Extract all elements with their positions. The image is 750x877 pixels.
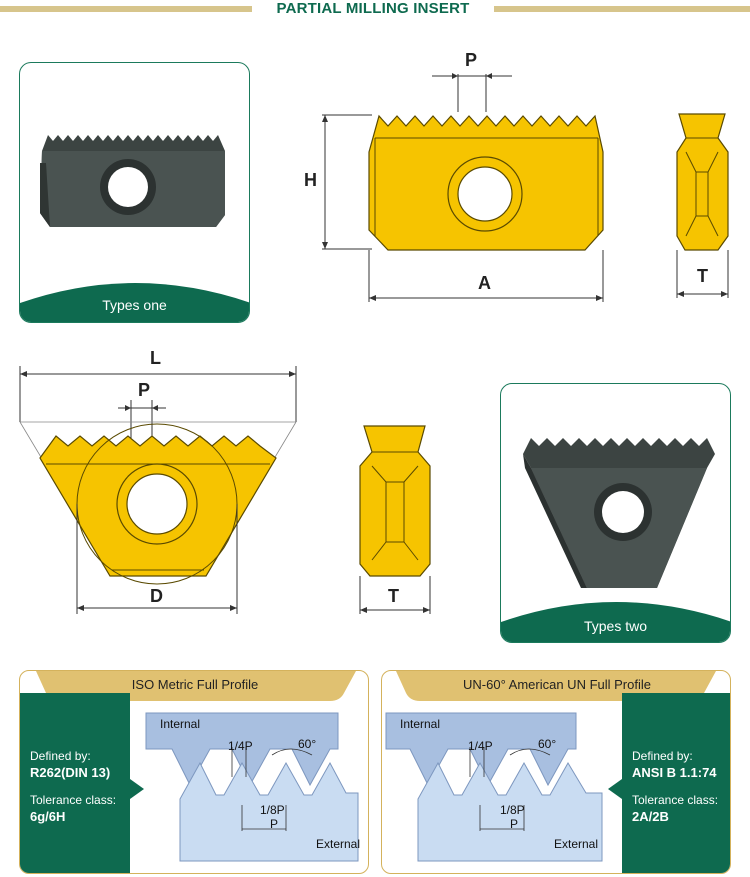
un-quarter-label: 1/4P xyxy=(468,739,493,753)
dim-h: H xyxy=(304,170,317,190)
header-bar-left xyxy=(0,6,252,12)
dim-t-top: T xyxy=(697,266,708,286)
iso-tolerance-value: 6g/6H xyxy=(30,809,66,824)
types-one-caption: Types one xyxy=(102,297,167,313)
page-title: PARTIAL MILLING INSERT xyxy=(276,0,470,17)
dim-t-bottom: T xyxy=(388,586,399,606)
iso-title: ISO Metric Full Profile xyxy=(131,677,259,692)
dim-d: D xyxy=(150,586,163,606)
un-p-label: P xyxy=(510,817,519,831)
iso-profile-panel: ISO Metric Full Profile Defined by: R262… xyxy=(19,670,369,874)
iso-spec-box: Defined by: R262(DIN 13) Tolerance class… xyxy=(20,693,130,873)
iso-defined-value: R262(DIN 13) xyxy=(30,765,111,780)
iso-quarter-label: 1/4P xyxy=(228,739,253,753)
iso-tolerance-label: Tolerance class: xyxy=(30,793,117,807)
types-two-caption: Types two xyxy=(583,618,648,634)
un-defined-label: Defined by: xyxy=(632,749,693,763)
un-spec-box: Defined by: ANSI B 1.1:74 Tolerance clas… xyxy=(622,693,730,873)
dim-a: A xyxy=(478,273,491,293)
bottom-insert-drawing xyxy=(19,366,431,614)
dim-l: L xyxy=(150,348,161,368)
dim-p-bottom: P xyxy=(138,380,151,400)
top-insert-drawing xyxy=(322,73,729,302)
un-eighth-label: 1/8P xyxy=(500,803,525,817)
un-internal-label: Internal xyxy=(400,717,441,731)
dim-p-top: P xyxy=(465,50,478,70)
types-two-image xyxy=(501,438,730,642)
types-one-card: Types one xyxy=(19,62,250,323)
types-one-image xyxy=(20,135,249,322)
iso-defined-label: Defined by: xyxy=(30,749,91,763)
iso-thread-diagram xyxy=(130,712,359,862)
iso-angle-label: 60° xyxy=(298,737,317,751)
un-title: UN-60° American UN Full Profile xyxy=(463,677,651,692)
page-header: PARTIAL MILLING INSERT xyxy=(0,0,750,22)
iso-p-label: P xyxy=(270,817,279,831)
iso-eighth-label: 1/8P xyxy=(260,803,285,817)
un-thread-diagram xyxy=(385,712,622,862)
un-profile-panel: UN-60° American UN Full Profile Defined … xyxy=(381,670,731,874)
un-tolerance-value: 2A/2B xyxy=(632,809,669,824)
iso-internal-label: Internal xyxy=(160,717,201,731)
un-external-label: External xyxy=(554,837,599,851)
un-angle-label: 60° xyxy=(538,737,557,751)
un-tolerance-label: Tolerance class: xyxy=(632,793,719,807)
un-defined-value: ANSI B 1.1:74 xyxy=(632,765,717,780)
header-bar-right xyxy=(494,6,750,12)
types-two-card: Types two xyxy=(500,383,731,643)
iso-external-label: External xyxy=(316,837,361,851)
